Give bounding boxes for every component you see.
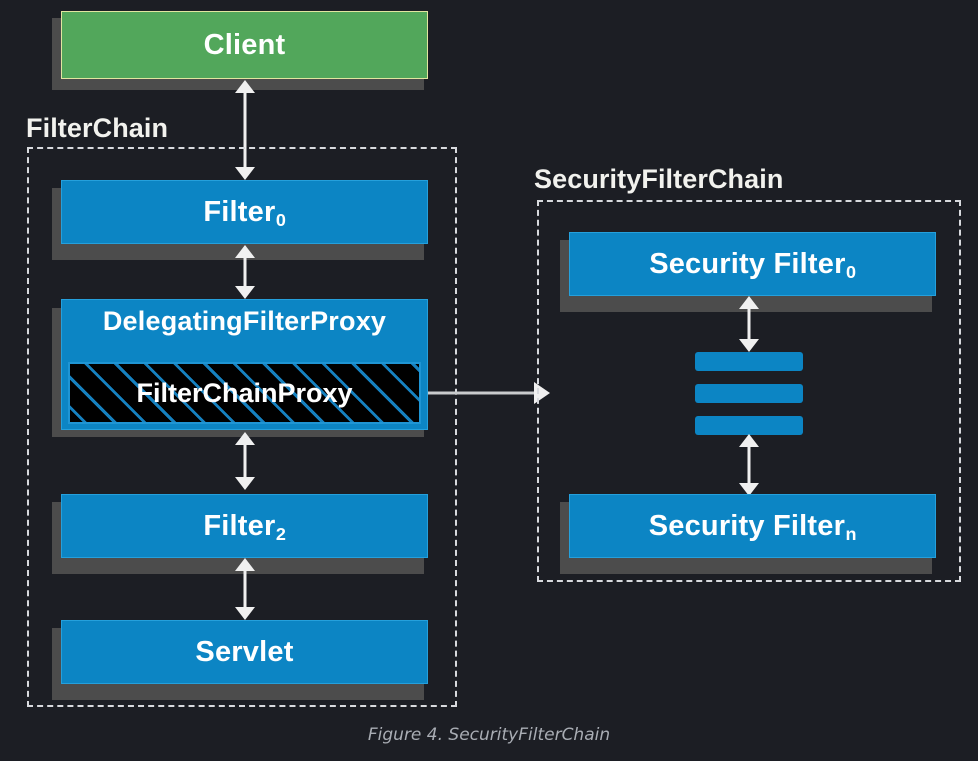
- arrow-shaft: [243, 442, 247, 480]
- node-delegatingfilterproxy-label: DelegatingFilterProxy: [102, 306, 387, 336]
- arrow-client-filter0: [225, 80, 265, 180]
- group-label-filterchain: FilterChain: [26, 113, 169, 143]
- node-client-label: Client: [203, 28, 286, 61]
- arrow-head-up-icon: [235, 558, 255, 571]
- arrow-delegatingfilterproxy-filter2: [225, 432, 265, 490]
- node-servlet[interactable]: Servlet: [61, 620, 428, 684]
- arrow-securityfilter0-ellipsis: [729, 296, 769, 352]
- ellipsis-bar: [695, 416, 803, 435]
- arrow-head-down-icon: [235, 286, 255, 299]
- group-label-securityfilterchain: SecurityFilterChain: [534, 164, 784, 194]
- node-securityfilter0[interactable]: Security Filter0: [569, 232, 936, 296]
- node-filter2-text: Filter: [203, 509, 276, 542]
- node-filter0-subscript: 0: [275, 210, 287, 231]
- arrow-head-up-icon: [739, 434, 759, 447]
- arrow-filter2-servlet: [225, 558, 265, 620]
- node-filter2-subscript: 2: [275, 524, 287, 545]
- node-securityfilter0-subscript: 0: [845, 262, 857, 283]
- node-filter0-text: Filter: [203, 195, 276, 228]
- group-securityfilterchain: [537, 200, 961, 582]
- arrow-filterchainproxy-securityfilterchain: [428, 378, 550, 408]
- node-filterchainproxy-label: FilterChainProxy: [136, 377, 353, 408]
- arrow-head-up-icon: [235, 80, 255, 93]
- arrow-head-up-icon: [739, 296, 759, 309]
- arrow-head-down-icon: [739, 483, 759, 496]
- arrow-shaft: [243, 90, 247, 170]
- node-filterchainproxy[interactable]: FilterChainProxy: [68, 362, 421, 424]
- ellipsis-bar: [695, 352, 803, 371]
- arrow-shaft: [747, 306, 751, 342]
- node-servlet-label: Servlet: [195, 635, 294, 668]
- group-filterchain: [27, 147, 457, 707]
- arrow-head-down-icon: [235, 167, 255, 180]
- node-securityfiltern-subscript: n: [845, 524, 857, 545]
- arrow-shaft: [243, 255, 247, 289]
- node-filter0-label: Filter0: [203, 195, 287, 231]
- arrow-filter0-delegatingfilterproxy: [225, 245, 265, 299]
- node-filter0[interactable]: Filter0: [61, 180, 428, 244]
- arrow-head-down-icon: [235, 477, 255, 490]
- node-client[interactable]: Client: [61, 11, 428, 79]
- figure-caption: Figure 4. SecurityFilterChain: [367, 725, 611, 745]
- node-securityfiltern[interactable]: Security Filtern: [569, 494, 936, 558]
- arrow-ellipsis-securityfiltern: [729, 434, 769, 496]
- arrow-shaft: [428, 391, 536, 395]
- arrow-head-down-icon: [235, 607, 255, 620]
- arrow-head-up-icon: [235, 432, 255, 445]
- node-securityfilter0-label: Security Filter0: [649, 247, 857, 283]
- arrow-shaft: [747, 444, 751, 486]
- arrow-head-down-icon: [739, 339, 759, 352]
- node-filter2-label: Filter2: [203, 509, 287, 545]
- node-filter-ellipsis: [695, 352, 803, 436]
- node-securityfilter0-text: Security Filter: [649, 247, 846, 280]
- node-securityfiltern-text: Security Filter: [648, 509, 846, 542]
- arrow-shaft: [243, 568, 247, 610]
- arrow-head-up-icon: [235, 245, 255, 258]
- node-securityfiltern-label: Security Filtern: [648, 509, 857, 545]
- ellipsis-bar: [695, 384, 803, 403]
- node-filter2[interactable]: Filter2: [61, 494, 428, 558]
